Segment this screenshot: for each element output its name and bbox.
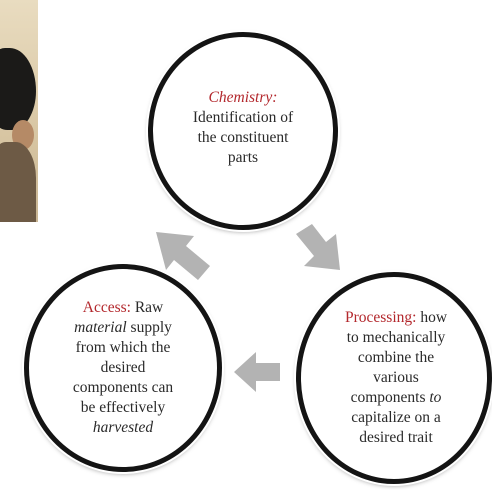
chemistry-text: Chemistry: Identification of the constit… <box>178 88 308 168</box>
processing-line-1: how <box>420 309 448 326</box>
chemistry-line-2: the constituent <box>197 129 289 146</box>
access-keyword: Access: <box>82 299 131 316</box>
chemistry-circle: Chemistry: Identification of the constit… <box>148 32 338 230</box>
access-line-1: Raw <box>134 299 164 316</box>
arrow-chem-to-processing-icon <box>296 224 340 270</box>
processing-line-5: components <box>350 389 426 406</box>
processing-line-7: desired trait <box>359 429 433 446</box>
access-line-2-italic: material <box>74 319 127 336</box>
access-line-4: desired <box>100 359 146 376</box>
partial-photo <box>0 0 38 222</box>
access-line-2: supply <box>130 319 172 336</box>
processing-text: Processing: how to mechanically combine … <box>326 308 466 448</box>
processing-line-4: various <box>373 369 419 386</box>
photo-hair <box>0 48 36 130</box>
processing-circle: Processing: how to mechanically combine … <box>296 272 492 484</box>
processing-line-6: capitalize on a <box>351 409 441 426</box>
access-line-7: harvested <box>92 419 154 436</box>
arrow-access-to-chem-icon <box>156 232 210 280</box>
processing-line-3: combine the <box>357 349 435 366</box>
chemistry-keyword: Chemistry: <box>208 89 278 106</box>
access-line-3: from which the <box>75 339 171 356</box>
photo-shoulder <box>0 142 36 222</box>
access-line-5: components can <box>72 379 174 396</box>
access-circle: Access: Raw material supply from which t… <box>24 264 222 472</box>
chemistry-line-3: parts <box>227 149 259 166</box>
access-line-6: be effectively <box>80 399 166 416</box>
processing-keyword: Processing: <box>344 309 417 326</box>
chemistry-line-1: Identification of <box>192 109 294 126</box>
arrow-processing-to-access-icon <box>234 352 280 392</box>
processing-line-5-italic: to <box>429 389 442 406</box>
processing-line-2: to mechanically <box>346 329 446 346</box>
access-text: Access: Raw material supply from which t… <box>48 298 198 438</box>
